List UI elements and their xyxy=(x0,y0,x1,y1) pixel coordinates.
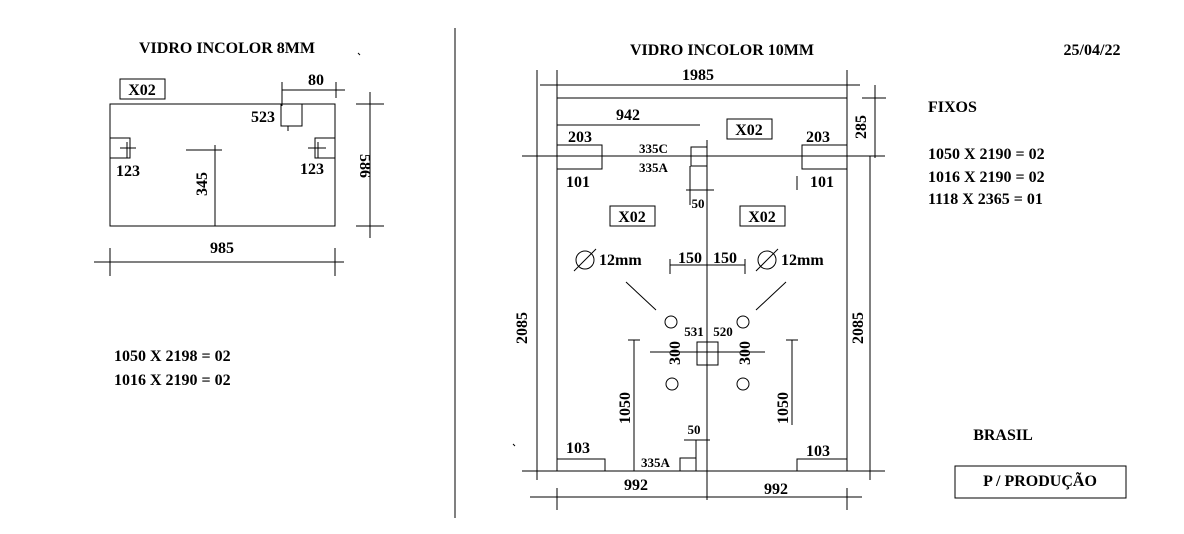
handle-hole xyxy=(736,377,750,391)
top-tag-box xyxy=(726,118,773,140)
left-1050-dim: 1050 xyxy=(617,392,634,424)
lock-531: 531 xyxy=(684,324,704,339)
left-door-tag: X02 xyxy=(618,209,646,226)
left-notch-width: 80 xyxy=(308,72,324,89)
right-top-box xyxy=(801,144,848,170)
left-hole-callout: 12mm xyxy=(599,252,642,269)
right-top-box-dim: 203 xyxy=(806,129,830,146)
left-150-dim: 150 xyxy=(678,250,702,267)
left-top-box-dim: 203 xyxy=(568,129,592,146)
left-list-item: 1050 X 2198 = 02 xyxy=(114,348,231,365)
center-lock-box xyxy=(696,341,719,366)
fixos-item: 1016 X 2190 = 02 xyxy=(928,169,1045,186)
handle-hole xyxy=(665,377,679,391)
stray-mark xyxy=(357,52,361,56)
left-tag: X02 xyxy=(128,82,156,99)
left-glass-rect xyxy=(109,103,336,227)
production-label: P / PRODUÇÃO xyxy=(983,471,1097,490)
right-top-sub-dim: 101 xyxy=(810,174,834,191)
left-title: VIDRO INCOLOR 8MM xyxy=(139,40,315,57)
diameter-icon xyxy=(575,250,595,270)
left-bottom-dim: 103 xyxy=(566,440,590,457)
right-bottom-dim: 103 xyxy=(806,443,830,460)
left-height-dim-2085: 2085 xyxy=(514,312,531,344)
left-hole-dim: 123 xyxy=(116,163,140,180)
fixos-title: FIXOS xyxy=(928,99,977,116)
bottom-hinge-50: 50 xyxy=(688,422,701,437)
lock-520: 520 xyxy=(713,324,733,339)
left-cut-list: 1050 X 2198 = 02 1016 X 2190 = 02 xyxy=(114,348,231,389)
right-height-dim-2085: 2085 xyxy=(850,312,867,344)
left-300-dim: 300 xyxy=(667,341,684,365)
bottom-hinge-box xyxy=(679,457,697,472)
fixos-item: 1118 X 2365 = 01 xyxy=(928,191,1043,208)
fixos-section: FIXOS 1050 X 2190 = 02 1016 X 2190 = 02 … xyxy=(928,99,1045,208)
right-150-dim: 150 xyxy=(713,250,737,267)
top-hinge-50: 50 xyxy=(692,196,705,211)
right-300-dim: 300 xyxy=(737,341,754,365)
right-1050-dim: 1050 xyxy=(775,392,792,424)
right-door-tag: X02 xyxy=(748,209,776,226)
leader-line xyxy=(625,281,657,311)
left-bottom-box xyxy=(556,458,606,472)
left-top-sub-dim: 101 xyxy=(566,174,590,191)
total-width-dim: 1985 xyxy=(682,67,714,84)
left-tag-box xyxy=(119,78,166,100)
right-hole-dim: 123 xyxy=(300,161,324,178)
right-992-dim: 992 xyxy=(764,481,788,498)
label-335a-top: 335A xyxy=(639,160,669,175)
production-box xyxy=(954,465,1127,499)
top-hinge-box xyxy=(690,146,708,167)
label-335c: 335C xyxy=(639,141,668,156)
right-glass-drawing: VIDRO INCOLOR 10MM 1985 942 X02 285 203 … xyxy=(512,42,886,510)
left-top-box xyxy=(556,144,603,170)
stray-mark xyxy=(512,443,516,447)
diameter-icon xyxy=(757,250,777,270)
left-notch-pos: 523 xyxy=(251,109,275,126)
top-tag: X02 xyxy=(735,122,763,139)
top-rail-dim: 942 xyxy=(616,107,640,124)
handle-hole xyxy=(664,315,678,329)
diameter-icon-slash xyxy=(755,248,779,272)
mid-height-dim: 345 xyxy=(194,172,211,196)
left-width-dim: 985 xyxy=(210,240,234,257)
fixos-item: 1050 X 2190 = 02 xyxy=(928,146,1045,163)
right-glass-rect xyxy=(556,97,848,472)
left-door-tag-box xyxy=(609,205,656,227)
left-glass-drawing: VIDRO INCOLOR 8MM X02 523 80 123 123 345 xyxy=(94,40,384,276)
handle-hole xyxy=(736,315,750,329)
top-fixed-dim: 285 xyxy=(853,115,870,139)
right-bottom-box xyxy=(796,458,848,472)
date-label: 25/04/22 xyxy=(1064,42,1121,59)
right-door-tag-box xyxy=(739,205,786,227)
diameter-icon-slash xyxy=(573,248,597,272)
right-hole-callout: 12mm xyxy=(781,252,824,269)
left-top-notch xyxy=(280,103,303,127)
label-335a-bottom: 335A xyxy=(641,455,671,470)
right-title: VIDRO INCOLOR 10MM xyxy=(630,42,814,59)
leader-line xyxy=(755,281,787,311)
left-992-dim: 992 xyxy=(624,477,648,494)
left-list-item: 1016 X 2190 = 02 xyxy=(114,372,231,389)
brasil-label: BRASIL xyxy=(973,427,1033,444)
left-height-dim: 586 xyxy=(356,154,373,178)
